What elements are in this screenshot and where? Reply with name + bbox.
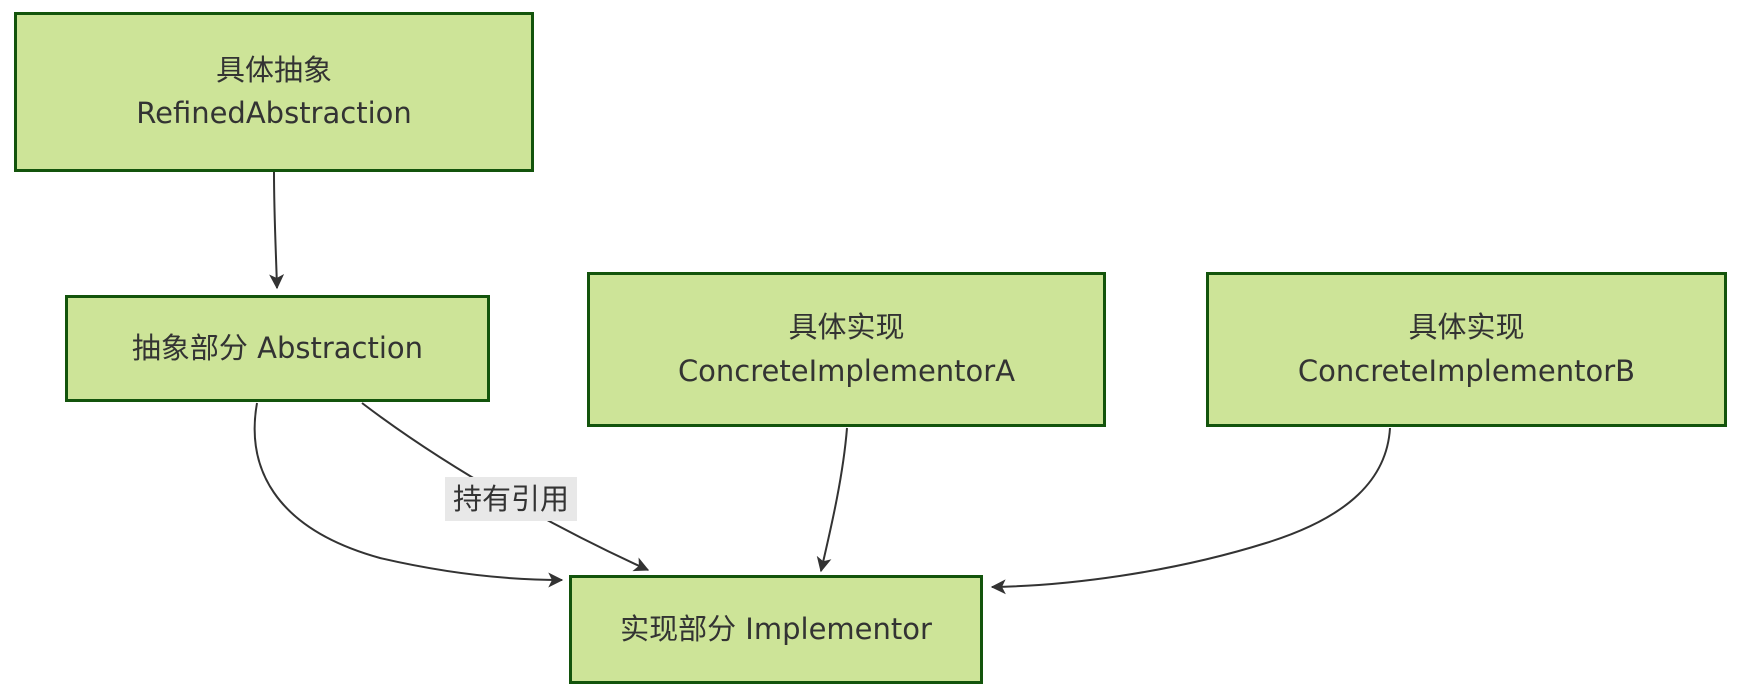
edge-implementor-b-to-implementor: [990, 427, 1391, 595]
node-abstraction: 抽象部分 Abstraction: [65, 295, 490, 402]
node-refined-abstraction-label-zh: 具体抽象: [215, 52, 332, 87]
node-implementor-label: 实现部分 Implementor: [620, 611, 932, 646]
node-refined-abstraction: 具体抽象 RefinedAbstraction: [14, 12, 534, 172]
node-implementor: 实现部分 Implementor: [569, 575, 983, 684]
node-concrete-implementor-a-label-zh: 具体实现: [788, 310, 905, 344]
edge-abstraction-to-implementor-left: [253, 402, 564, 588]
node-refined-abstraction-label-en: RefinedAbstraction: [136, 96, 412, 130]
node-concrete-implementor-b-label-zh: 具体实现: [1408, 310, 1525, 344]
node-concrete-implementor-b-label-en: ConcreteImplementorB: [1297, 353, 1636, 388]
node-concrete-implementor-b: 具体实现 ConcreteImplementorB: [1206, 272, 1727, 427]
node-concrete-implementor-a-label-en: ConcreteImplementorA: [677, 353, 1016, 388]
edge-implementor-a-to-implementor: [816, 427, 848, 573]
edge-refined-to-abstraction: [269, 171, 285, 290]
node-abstraction-label: 抽象部分 Abstraction: [131, 330, 424, 365]
edge-label-hold-reference: 持有引用: [445, 477, 578, 521]
node-concrete-implementor-a: 具体实现 ConcreteImplementorA: [587, 272, 1106, 427]
